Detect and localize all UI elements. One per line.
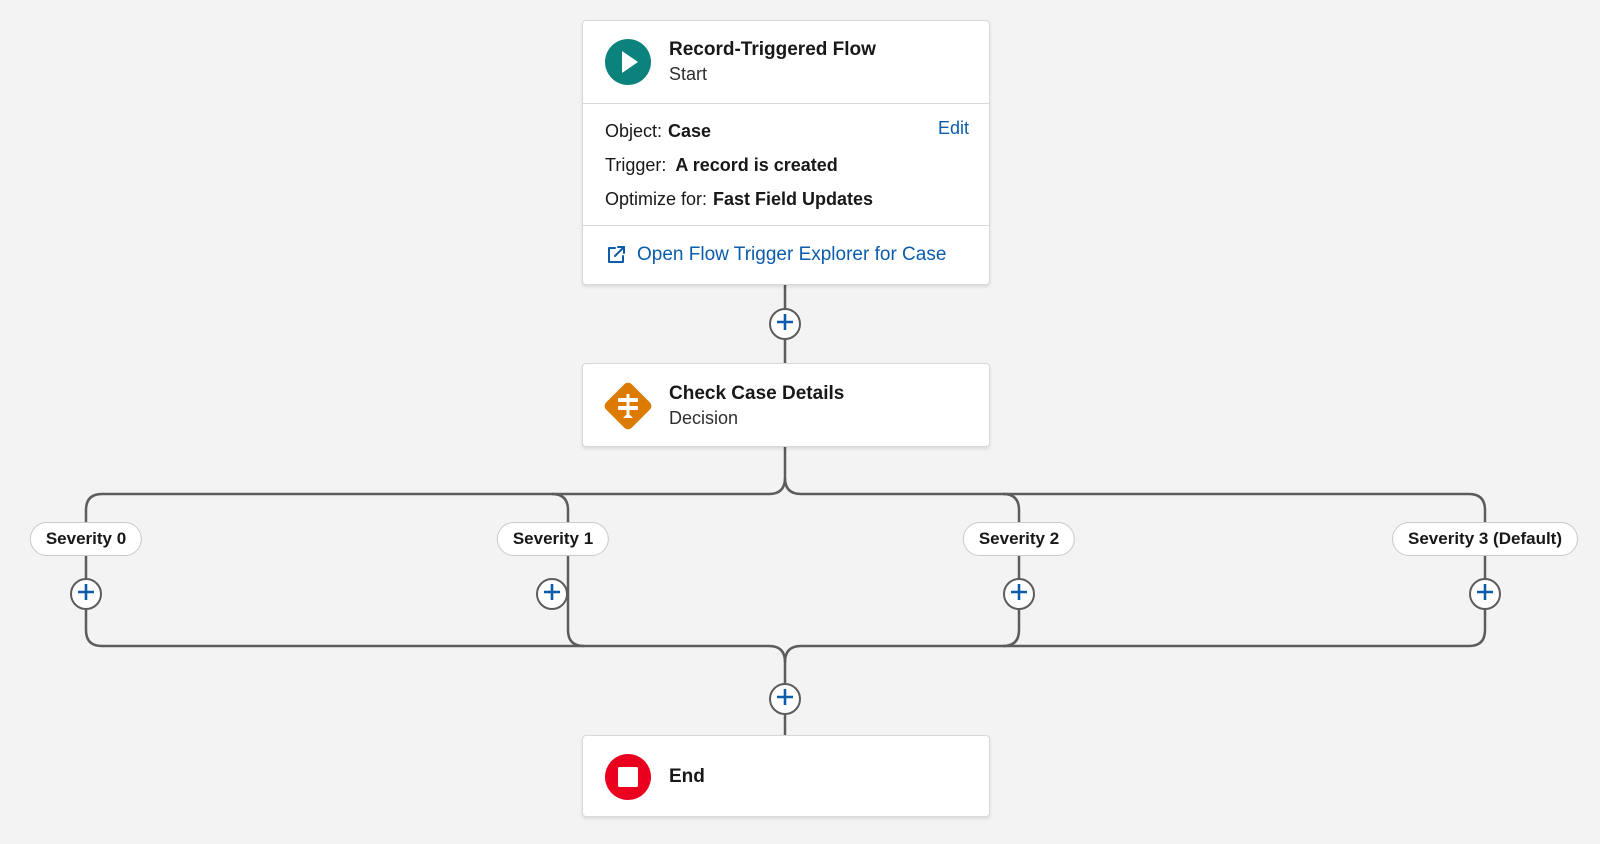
plus-icon	[775, 312, 795, 337]
decision-node-title: Check Case Details	[669, 383, 845, 404]
optimize-label: Optimize for:	[605, 189, 708, 209]
add-element-button[interactable]	[1003, 578, 1035, 610]
start-node-details: Object:Case Trigger:A record is created …	[583, 103, 989, 225]
object-value: Case	[668, 121, 712, 141]
add-element-button[interactable]	[70, 578, 102, 610]
start-node-subtitle: Start	[669, 64, 708, 84]
add-element-button[interactable]	[769, 308, 801, 340]
flow-trigger-explorer-label: Open Flow Trigger Explorer for Case	[637, 243, 947, 265]
optimize-value: Fast Field Updates	[713, 189, 874, 209]
object-label: Object:	[605, 121, 663, 141]
decision-node-subtitle: Decision	[669, 408, 739, 428]
add-element-button[interactable]	[1469, 578, 1501, 610]
branch-label-severity-3-default[interactable]: Severity 3 (Default)	[1392, 522, 1578, 556]
trigger-label: Trigger:	[605, 155, 667, 175]
start-node-header: Record-Triggered Flow Start	[583, 21, 989, 103]
edit-link[interactable]: Edit	[937, 118, 969, 138]
optimize-row: Optimize for:Fast Field Updates	[605, 182, 969, 216]
trigger-row: Trigger: A record is created	[605, 148, 969, 182]
play-icon	[605, 39, 651, 85]
flow-trigger-explorer-link[interactable]: Open Flow Trigger Explorer for Case	[583, 225, 989, 283]
end-node-title: End	[669, 766, 705, 787]
external-link-icon	[605, 244, 627, 266]
plus-icon	[1475, 582, 1495, 607]
plus-icon	[1009, 582, 1029, 607]
add-element-button[interactable]	[536, 578, 568, 610]
plus-icon	[76, 582, 96, 607]
decision-node[interactable]: Check Case Details Decision	[582, 363, 990, 447]
decision-node-header: Check Case Details Decision	[583, 364, 989, 448]
branch-label-severity-0[interactable]: Severity 0	[29, 522, 143, 556]
decision-icon	[600, 378, 656, 434]
start-node[interactable]: Record-Triggered Flow Start Object:Case …	[582, 20, 990, 285]
end-node-header: End	[583, 736, 989, 818]
branch-label-severity-2[interactable]: Severity 2	[962, 522, 1076, 556]
trigger-value: A record is created	[675, 155, 838, 175]
object-row: Object:Case	[605, 114, 969, 148]
plus-icon	[542, 582, 562, 607]
branch-label-severity-1[interactable]: Severity 1	[496, 522, 610, 556]
start-node-title: Record-Triggered Flow	[669, 39, 876, 60]
end-node[interactable]: End	[582, 735, 990, 817]
stop-icon	[605, 754, 651, 800]
add-element-button[interactable]	[769, 683, 801, 715]
plus-icon	[775, 687, 795, 712]
